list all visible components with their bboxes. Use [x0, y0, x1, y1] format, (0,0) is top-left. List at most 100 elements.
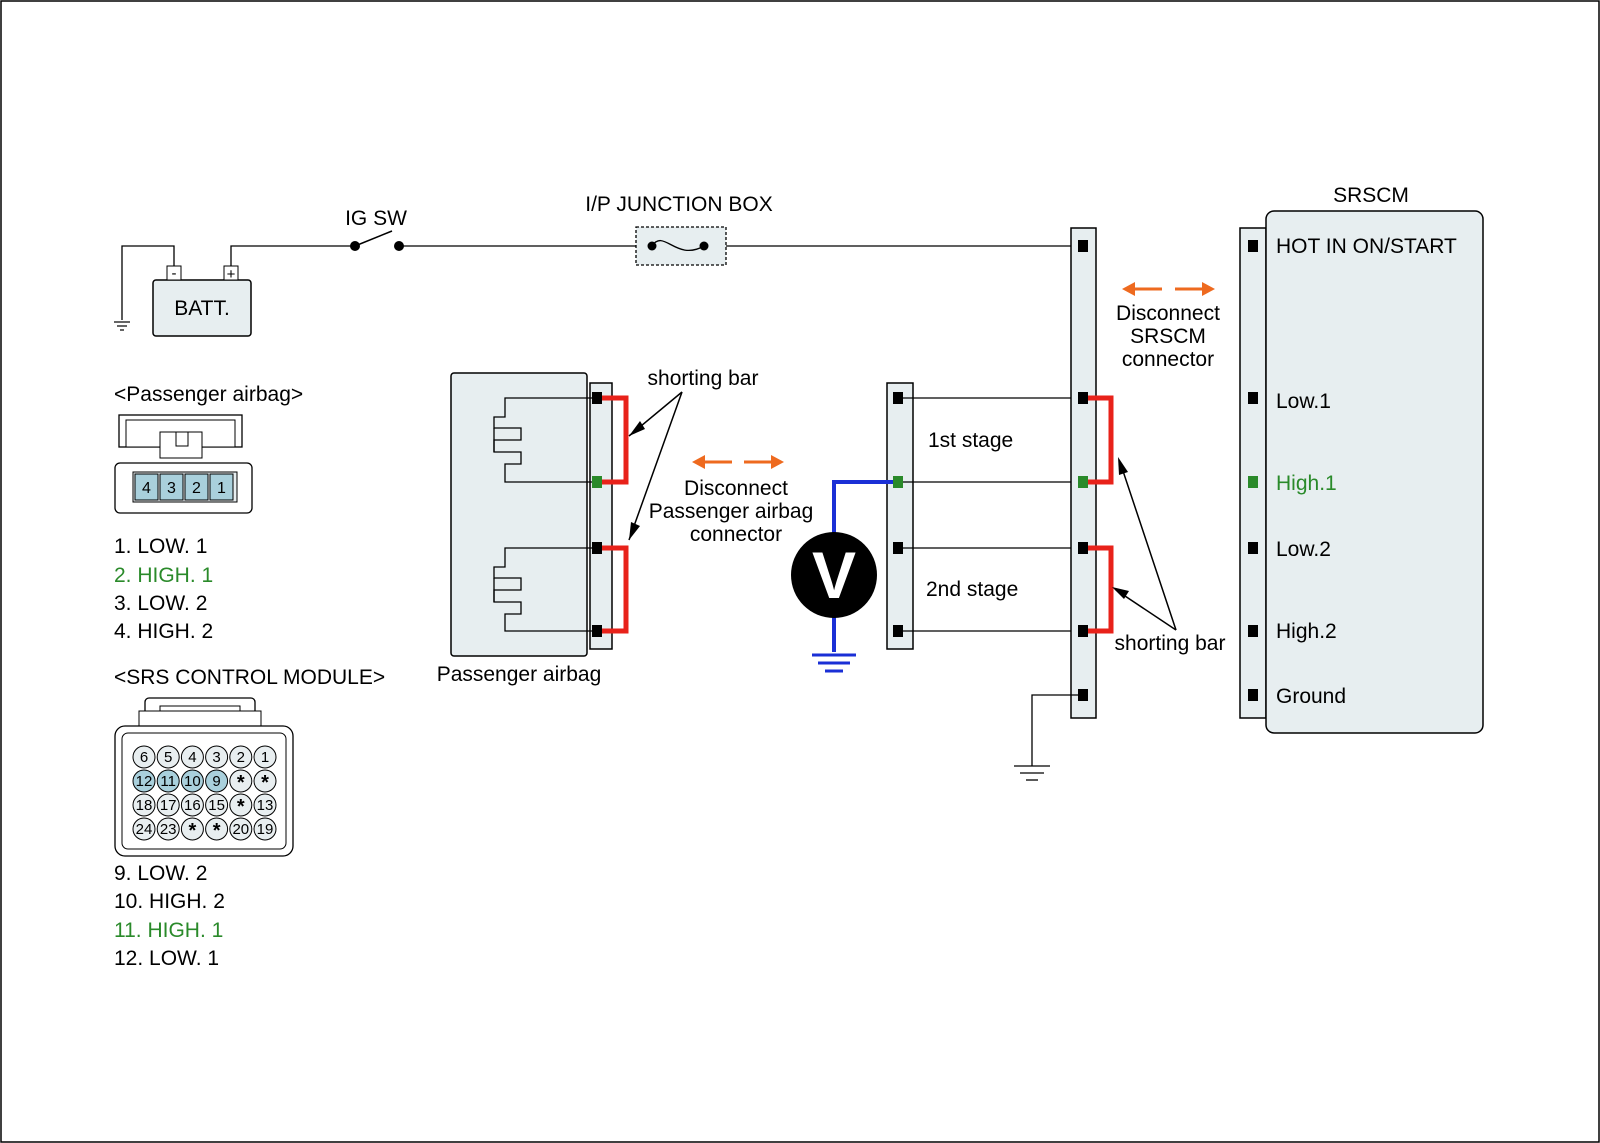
battery-pos-sign: +	[227, 266, 236, 283]
shorting-bar-pointer-bottom	[1112, 457, 1177, 631]
shorting-bar-pointer-top	[628, 391, 683, 541]
srscm-pin-low2	[1248, 542, 1258, 554]
passenger-legend-4: 4. HIGH. 2	[114, 620, 213, 643]
srs-pin-16	[180, 793, 204, 817]
srscm-harness-pin-high1	[1078, 476, 1088, 488]
srscm-low2-label: Low.2	[1276, 538, 1331, 561]
srs-pin-empty	[180, 817, 204, 841]
srscm-shorting-bar-2	[1088, 545, 1114, 634]
voltmeter-icon	[791, 532, 877, 618]
passenger-pin-label: 2	[192, 480, 201, 497]
srscm-ground-wire	[1031, 694, 1078, 766]
disconnect-passenger-arrows	[692, 455, 784, 469]
squib-1-icon	[493, 397, 596, 483]
first-stage-label: 1st stage	[928, 429, 1013, 452]
shorting-bar-label-top: shorting bar	[648, 367, 759, 390]
srs-legend-2: 10. HIGH. 2	[114, 890, 225, 913]
srs-pin-15	[205, 793, 229, 817]
srs-pin-label: 20	[232, 821, 249, 838]
pab-terminal-2	[592, 476, 602, 488]
srs-pin-label: 15	[208, 797, 225, 814]
srs-pin-label: 2	[237, 749, 245, 766]
battery: - + BATT.	[152, 265, 252, 337]
srscm-hot-label: HOT IN ON/START	[1276, 235, 1457, 258]
srscm-high1-label: High.1	[1276, 472, 1337, 495]
disconnect-srscm-label-1: Disconnect	[1116, 302, 1220, 325]
srs-pin-label: *	[237, 796, 245, 818]
voltmeter-ground-icon	[812, 653, 856, 673]
squib-2-icon	[493, 547, 596, 632]
junction-box-label: I/P JUNCTION BOX	[585, 193, 772, 216]
srs-pin-label: 5	[164, 749, 172, 766]
srs-pin-label: 13	[257, 797, 274, 814]
srs-pin-empty	[205, 817, 229, 841]
srs-pin-empty	[229, 769, 253, 793]
srscm-low1-label: Low.1	[1276, 390, 1331, 413]
fuse-icon	[651, 239, 705, 252]
srs-pin-18	[132, 793, 156, 817]
pab-shorting-bar-2	[602, 545, 629, 634]
srs-pin-1	[253, 745, 277, 769]
harness-pin-low2	[893, 542, 903, 554]
srscm-module	[1265, 210, 1484, 734]
pab-terminal-3	[592, 542, 602, 554]
passenger-pin-label: 1	[217, 480, 226, 497]
srscm-ground-label: Ground	[1276, 685, 1346, 708]
passenger-legend-3: 3. LOW. 2	[114, 592, 207, 615]
srs-pin-empty	[253, 769, 277, 793]
harness-connector-passenger-side	[886, 382, 914, 650]
srs-pin-10	[180, 769, 204, 793]
srscm-title: SRSCM	[1333, 184, 1409, 207]
passenger-airbag-label: Passenger airbag	[437, 663, 602, 686]
srs-pin-24	[132, 817, 156, 841]
srs-pin-4	[180, 745, 204, 769]
srs-pin-label: *	[261, 772, 269, 794]
srs-pin-label: 6	[140, 749, 148, 766]
ig-switch	[350, 230, 404, 251]
srs-pin-empty	[229, 793, 253, 817]
passenger-pin-label: 3	[167, 480, 176, 497]
srscm-pin-ground	[1248, 689, 1258, 701]
srs-pin-2	[229, 745, 253, 769]
srscm-shorting-bar-1	[1088, 395, 1114, 485]
srs-pin-label: 18	[136, 797, 153, 814]
disconnect-passenger-label-2: Passenger airbag	[649, 500, 814, 523]
srscm-pin-high1	[1248, 476, 1258, 488]
srs-pin-label: 4	[188, 749, 196, 766]
battery-body	[152, 279, 252, 337]
srscm-high2-label: High.2	[1276, 620, 1337, 643]
disconnect-srscm-label-3: connector	[1122, 348, 1214, 371]
srs-pin-label: 1	[261, 749, 269, 766]
passenger-pin-3	[159, 473, 184, 501]
srs-pin-13	[253, 793, 277, 817]
srs-pin-23	[156, 817, 180, 841]
battery-neg-sign: -	[172, 265, 177, 282]
srscm-pin-hot	[1248, 240, 1258, 252]
passenger-pin-label: 4	[142, 480, 151, 497]
harness-pin-high1	[893, 476, 903, 488]
srs-pin-label: 23	[160, 821, 177, 838]
srs-pin-label: 17	[160, 797, 177, 814]
battery-neg-wire	[121, 245, 175, 320]
srs-pin-label: 11	[160, 773, 176, 790]
srs-pin-label: 12	[136, 773, 153, 790]
ig-switch-label: IG SW	[345, 207, 407, 230]
srs-pin-11	[156, 769, 180, 793]
passenger-legend-2: 2. HIGH. 1	[114, 564, 213, 587]
srs-pin-20	[229, 817, 253, 841]
srs-legend-1: 9. LOW. 2	[114, 862, 207, 885]
srscm-harness-pin-high2	[1078, 625, 1088, 637]
srs-pin-19	[253, 817, 277, 841]
pab-terminal-4	[592, 625, 602, 637]
srs-pin-6	[132, 745, 156, 769]
srscm-harness-pin-ground	[1078, 689, 1088, 701]
passenger-pin-1	[209, 473, 234, 501]
srs-legend-3: 11. HIGH. 1	[114, 919, 223, 942]
shorting-bar-label-bottom: shorting bar	[1115, 632, 1226, 655]
disconnect-srscm-label-2: SRSCM	[1130, 325, 1206, 348]
pab-shorting-bar-1	[602, 395, 629, 485]
